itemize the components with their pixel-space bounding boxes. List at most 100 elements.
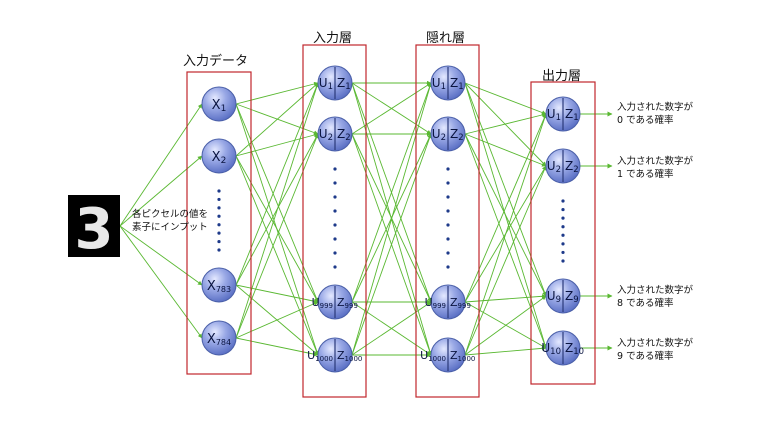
input-layer-ellipsis-dot (333, 181, 337, 185)
output-caption-2: 入力された数字が 8 である確率 (617, 284, 693, 310)
input-ellipsis-dot (217, 239, 221, 244)
edge-inp-l1-3-3 (235, 337, 319, 357)
output-caption-3: 入力された数字が 9 である確率 (617, 337, 693, 363)
input-layer-node-u-label: U1 (319, 76, 333, 92)
edge-l1-l2-3-1 (351, 133, 432, 356)
edge-inp-l1-3-1 (235, 133, 319, 339)
output-layer-ellipsis-dot (561, 225, 565, 229)
hidden-layer-ellipsis-dot (446, 195, 450, 199)
output-layer-node-u-label: U2 (547, 159, 561, 175)
output-layer-ellipsis-dot (561, 250, 565, 255)
input-layer-ellipsis-dot (333, 265, 337, 269)
input-layer-node-z-label: Z2 (337, 127, 351, 143)
input-node-circle (201, 86, 237, 122)
output-caption-0: 入力された数字が 0 である確率 (617, 101, 693, 127)
input-ellipsis-dot (217, 214, 221, 218)
output-layer-node-u-label: U10 (541, 341, 561, 357)
output-layer-node-z-label: Z10 (565, 341, 584, 357)
hidden-layer-box (415, 44, 480, 398)
hidden-layer-node-z-label: Z999 (450, 296, 471, 310)
pixel-caption-line-2: 素子にインプット (132, 222, 208, 233)
output-caption-3-line-1: 入力された数字が (617, 338, 694, 349)
input-layer-ellipsis-dot (333, 167, 337, 171)
hidden-layer-ellipsis-dot (446, 251, 450, 255)
input-node-label: X2 (212, 150, 227, 166)
edge-l1-l2-1-0 (351, 82, 432, 135)
edge-image-to-x0 (119, 103, 203, 227)
edge-image-to-x2 (119, 225, 203, 286)
output-layer-node-z-label: Z2 (565, 159, 579, 175)
edge-l1-l2-3-0 (351, 82, 433, 356)
pixel-caption-line-1: 各ピクセルの値を (132, 209, 209, 220)
mnist-digit-image: 3 (68, 195, 120, 262)
input-layer-node-u-label: U999 (312, 296, 333, 310)
output-layer-node-u-label: U9 (547, 289, 561, 305)
hidden-layer-ellipsis-dot (446, 181, 450, 185)
edge-inp-l1-2-2 (235, 284, 319, 304)
output-layer-node-u-label: U1 (547, 107, 561, 123)
output-layer-ellipsis-dot (561, 233, 565, 237)
edge-inp-l1-0-0 (235, 81, 319, 105)
title-input-layer: 入力層 (313, 31, 353, 46)
edge-l2-out-2-0 (464, 113, 547, 303)
edge-l2-out-3-3 (464, 346, 547, 356)
hidden-layer-node-z-label: Z1 (450, 76, 464, 92)
output-caption-1-line-1: 入力された数字が (617, 156, 694, 167)
edge-image-to-x1 (119, 155, 203, 227)
input-node-circle (201, 267, 237, 303)
input-ellipsis-dot (217, 223, 221, 227)
hidden-layer-ellipsis-dot (446, 167, 450, 171)
output-layer-ellipsis-dot (561, 216, 565, 220)
hidden-layer-node-z-label: Z1000 (450, 349, 475, 363)
hidden-layer-ellipsis-dot (446, 265, 450, 269)
hidden-layer-node-u-label: U999 (425, 296, 446, 310)
digit-glyph: 3 (75, 197, 114, 262)
output-caption-1-line-2: 1 である確率 (617, 169, 674, 180)
output-layer-node-z-label: Z9 (565, 289, 579, 305)
edge-inp-l1-1-3 (235, 155, 319, 356)
hidden-layer-node-z-label: Z2 (450, 127, 464, 143)
edge-l1-l2-3-2 (351, 301, 432, 356)
title-output-layer: 出力層 (542, 69, 582, 84)
hidden-layer-ellipsis-dot (446, 237, 450, 241)
input-ellipsis-dot (217, 197, 221, 202)
input-layer-ellipsis-dot (333, 223, 337, 227)
input-layer-node-u-label: U2 (319, 127, 333, 143)
edge-l2-out-0-1 (464, 82, 547, 167)
input-layer-node-z-label: Z1 (337, 76, 351, 92)
edge-l2-out-1-3 (464, 133, 547, 349)
title-hidden-layer: 隠れ層 (426, 31, 466, 46)
title-input-data: 入力データ (183, 54, 249, 69)
hidden-layer-node-u-label: U1000 (420, 349, 446, 363)
input-node-label: X784 (207, 332, 231, 347)
output-caption-1: 入力された数字が 1 である確率 (617, 155, 693, 181)
input-layer-ellipsis-dot (333, 195, 337, 199)
edge-l2-out-0-2 (464, 82, 547, 297)
input-layer-ellipsis-dot (333, 237, 337, 241)
output-layer-ellipsis-dot (561, 207, 565, 212)
edge-image-to-x3 (119, 225, 203, 339)
edge-inp-l1-1-2 (235, 155, 319, 303)
edge-l2-out-3-2 (464, 295, 547, 356)
edge-l2-out-3-1 (464, 165, 547, 356)
edge-inp-l1-3-0 (235, 82, 319, 339)
input-ellipsis-dot (217, 206, 221, 210)
input-node-label: X783 (207, 279, 231, 294)
hidden-layer-ellipsis-dot (446, 223, 450, 227)
pixel-caption: 各ピクセルの値を 素子にインプット (132, 208, 208, 234)
output-caption-2-line-2: 8 である確率 (617, 298, 674, 309)
input-layer-node-z-label: Z1000 (337, 349, 362, 363)
hidden-layer-node-u-label: U2 (432, 127, 446, 143)
input-layer-box (302, 44, 367, 398)
edge-l2-out-1-2 (464, 133, 547, 297)
input-ellipsis-dot (217, 189, 221, 193)
hidden-layer-ellipsis-dot (446, 209, 450, 213)
input-node-circle (201, 138, 237, 174)
edge-l1-l2-2-0 (351, 82, 432, 303)
input-ellipsis-dot (217, 248, 221, 252)
output-layer-box (530, 81, 596, 385)
hidden-layer-node-u-label: U1 (432, 76, 446, 92)
edge-inp-l1-2-0 (235, 82, 319, 286)
